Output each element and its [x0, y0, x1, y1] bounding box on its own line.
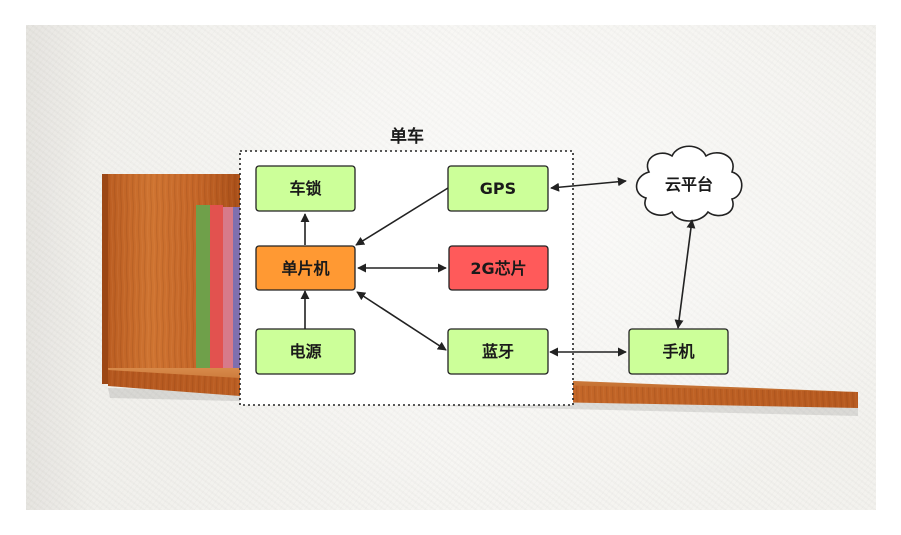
lock-label: 车锁 — [289, 179, 321, 198]
mcu-node[interactable]: 单片机 — [255, 245, 356, 291]
shelf-side-edge — [102, 174, 108, 384]
edge-phone-cloud — [674, 219, 696, 329]
bluetooth-label: 蓝牙 — [482, 342, 514, 361]
bluetooth-box — [447, 328, 549, 375]
bike-group-label: 单车 — [390, 126, 424, 147]
power-node[interactable]: 电源 — [255, 328, 356, 375]
chip2g-node[interactable]: 2G芯片 — [448, 245, 549, 291]
edge-gps-to-mcu — [355, 187, 449, 246]
edge-mcu-bluetooth — [356, 291, 447, 351]
lock-box — [255, 165, 356, 212]
cloud-shape — [635, 145, 743, 222]
lock-node[interactable]: 车锁 — [255, 165, 356, 212]
chip2g-label: 2G芯片 — [470, 259, 526, 278]
phone-node[interactable]: 手机 — [628, 328, 729, 375]
edge-gps-cloud — [550, 177, 627, 192]
book-green — [196, 205, 210, 371]
mcu-box — [255, 245, 356, 291]
book-pink — [223, 207, 233, 371]
connectors — [300, 177, 696, 357]
phone-label: 手机 — [662, 342, 694, 361]
gps-box — [447, 165, 549, 212]
book-blue — [233, 207, 241, 371]
book-red — [210, 205, 223, 371]
cloud-platform-label: 云平台 — [665, 175, 713, 194]
phone-box — [628, 328, 729, 375]
cloud-platform-node[interactable]: 云平台 — [635, 145, 743, 222]
gps-node[interactable]: GPS — [447, 165, 549, 212]
chip2g-box — [448, 245, 549, 291]
gps-label: GPS — [480, 179, 516, 198]
power-box — [255, 328, 356, 375]
bluetooth-node[interactable]: 蓝牙 — [447, 328, 549, 375]
power-label: 电源 — [289, 342, 321, 361]
mcu-label: 单片机 — [281, 259, 329, 278]
